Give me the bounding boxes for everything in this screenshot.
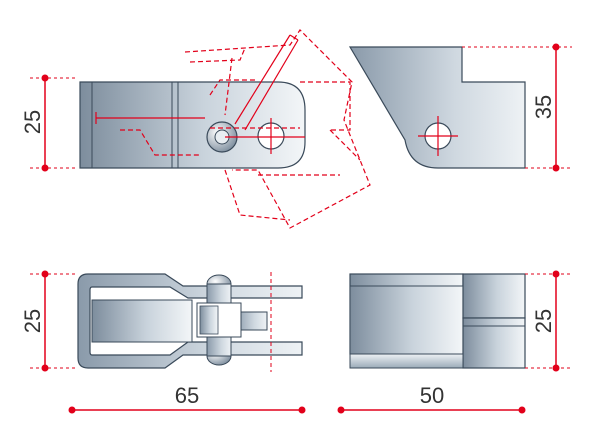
dimension-top-left-height: 25 bbox=[20, 74, 78, 172]
dimension-bottom-right-height: 25 bbox=[525, 270, 572, 372]
dimension-top-right-height: 35 bbox=[462, 43, 572, 172]
dim-label-bottom-width-right: 50 bbox=[420, 383, 444, 408]
top-right-profile-view bbox=[348, 46, 526, 169]
bottom-left-plan-view bbox=[77, 272, 303, 372]
dim-label-bottom-left: 25 bbox=[20, 309, 45, 333]
dimension-bottom-left-width: 65 bbox=[68, 383, 306, 414]
dim-label-bottom-width-left: 65 bbox=[175, 383, 199, 408]
bottom-right-end-view bbox=[349, 273, 526, 369]
dimension-bottom-left-height: 25 bbox=[20, 270, 78, 372]
dim-label-top-left: 25 bbox=[20, 110, 45, 134]
dimension-bottom-right-width: 50 bbox=[337, 383, 526, 414]
dim-label-bottom-right: 25 bbox=[531, 309, 556, 333]
phantom-hidden-lines bbox=[95, 34, 305, 156]
dim-label-top-right: 35 bbox=[531, 95, 556, 119]
phantom-rotation-outline bbox=[184, 29, 371, 229]
top-left-side-view bbox=[79, 81, 306, 169]
